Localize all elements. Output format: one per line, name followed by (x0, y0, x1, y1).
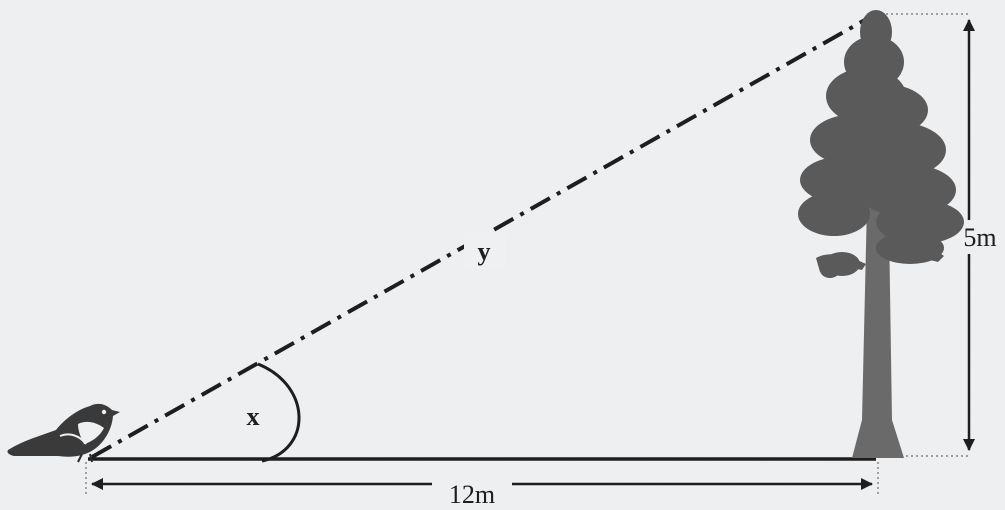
angle-label: x (247, 402, 260, 431)
tree-trunk (852, 160, 904, 458)
angle-arc (257, 362, 301, 463)
bird-icon (7, 403, 121, 463)
line-of-sight-dashed (91, 14, 873, 459)
base-label: 12m (449, 480, 495, 509)
tree-foliage (798, 10, 964, 278)
bird-legs (77, 453, 93, 463)
height-label: 5m (963, 223, 996, 252)
bird-wing-mark (78, 421, 104, 444)
hypotenuse-label: y (478, 237, 491, 266)
bird-wing-line (59, 433, 87, 445)
bird-body (7, 403, 121, 457)
tree-icon (798, 10, 964, 458)
bird-eye (101, 409, 107, 415)
label-y-backdrop (464, 232, 506, 268)
